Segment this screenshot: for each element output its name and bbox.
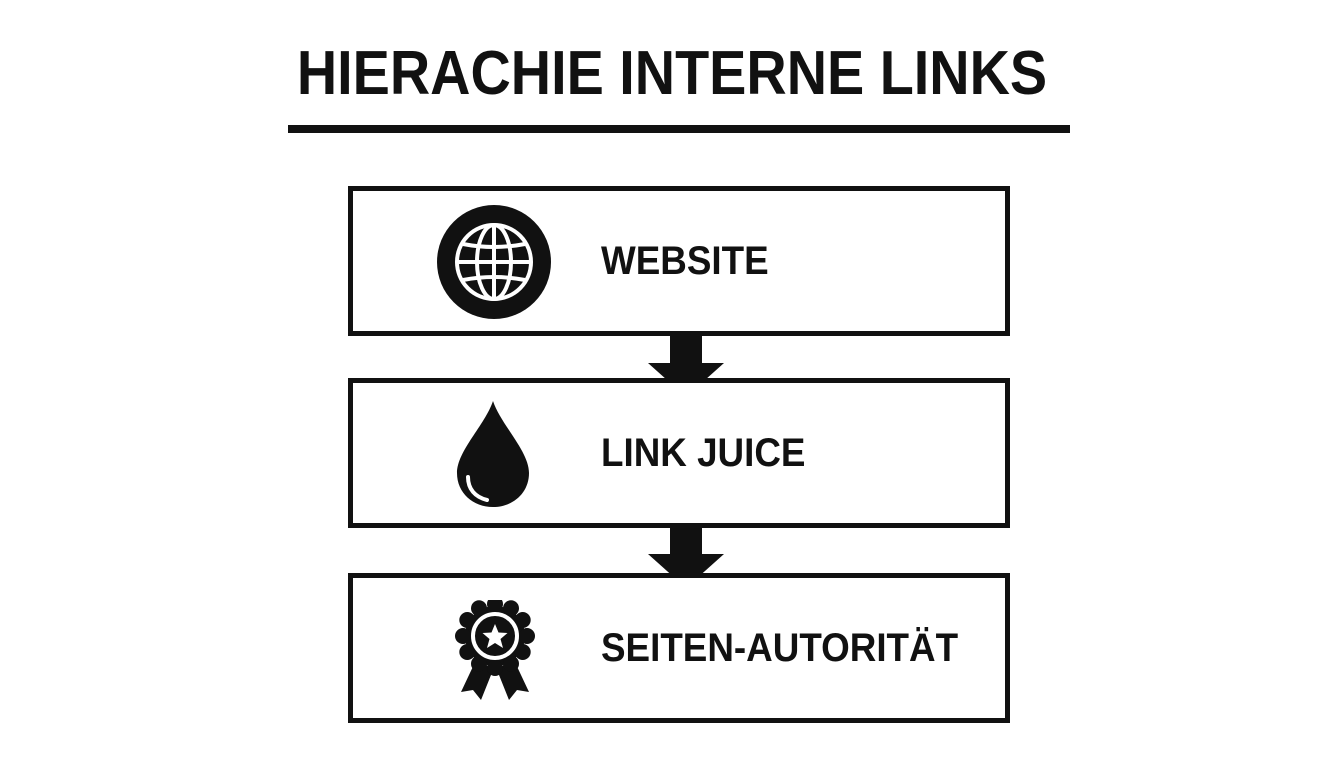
globe-icon (437, 205, 551, 319)
title-underline (288, 125, 1070, 133)
diagram-title: HIERACHIE INTERNE LINKS (296, 39, 1048, 108)
step-label-link-juice: LINK JUICE (601, 431, 806, 475)
droplet-icon (457, 401, 529, 507)
step-box-website: WEBSITE (348, 186, 1010, 336)
award-badge-icon (455, 600, 535, 700)
step-label-website: WEBSITE (601, 239, 769, 283)
down-arrow-icon (648, 526, 724, 588)
step-box-seiten-autoritaet: SEITEN-AUTORITÄT (348, 573, 1010, 723)
step-box-link-juice: LINK JUICE (348, 378, 1010, 528)
step-label-seiten-autoritaet: SEITEN-AUTORITÄT (601, 626, 959, 670)
